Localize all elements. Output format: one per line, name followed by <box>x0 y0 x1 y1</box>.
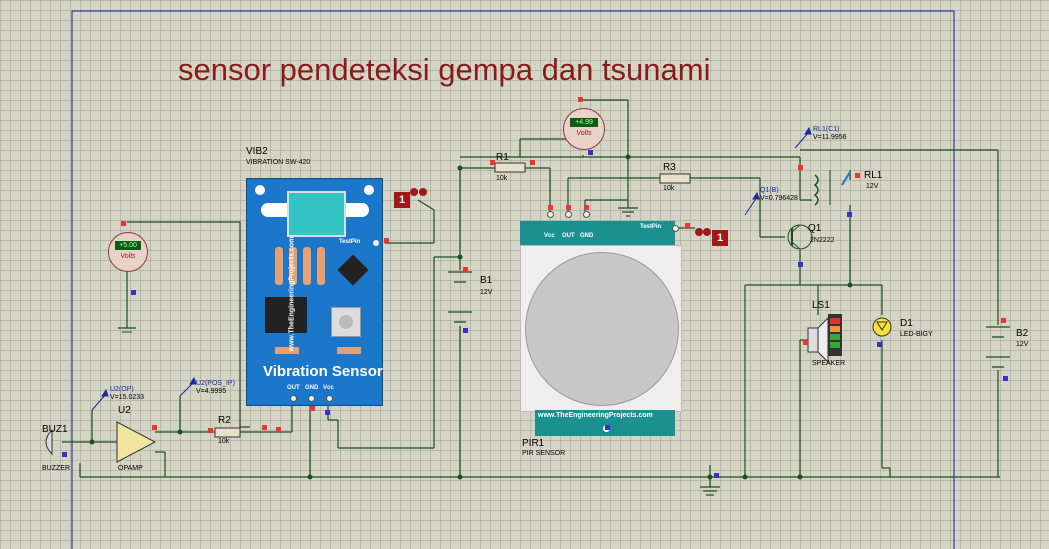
buzzer-symbol <box>45 428 53 456</box>
q1-ref: Q1 <box>808 223 822 234</box>
vibration-sensor-board[interactable]: TestPin www.TheEngineeringProjects.com V… <box>246 178 383 406</box>
buz-value: BUZZER <box>42 465 70 472</box>
logic-probe-1-led <box>410 188 418 196</box>
voltmeter-2-reading: +4.99 <box>570 118 598 127</box>
vib-testpin-label: TestPin <box>339 239 361 245</box>
vib-value: VIBRATION SW-420 <box>246 159 311 166</box>
mount-hole-icon <box>364 185 374 195</box>
logic-probe-2-led <box>703 228 711 236</box>
schematic-title: sensor pendeteksi gempa dan tsunami <box>178 52 711 87</box>
pir-pin-gnd-dot[interactable] <box>583 211 590 218</box>
logic-probe-2[interactable]: 1 <box>712 230 728 246</box>
vibration-switch-icon <box>287 191 346 237</box>
r2-ref: R2 <box>218 415 231 426</box>
r3-value: 10k <box>663 185 675 192</box>
pir-lens-icon <box>525 252 679 406</box>
b2-ref: B2 <box>1016 328 1029 339</box>
comparator-chip-icon <box>265 297 307 333</box>
vib-pin-vcc: Vcc <box>323 385 334 391</box>
voltmeter-1-unit: Volts <box>120 253 136 260</box>
pir-pin-vcc-dot[interactable] <box>547 211 554 218</box>
rl1-ref: RL1 <box>864 170 883 181</box>
vib-pin-gnd: GND <box>305 385 319 391</box>
speaker-cone <box>817 316 829 364</box>
pir-header[interactable]: Vcc OUT GND TestPin <box>520 221 675 245</box>
r1-ref: R1 <box>496 152 509 163</box>
resistor-array-icon <box>275 247 337 285</box>
r3-body <box>659 173 691 184</box>
vib-pin-out: OUT <box>287 385 300 391</box>
potentiometer-icon <box>331 307 361 337</box>
pir-value: PIR SENSOR <box>522 450 566 457</box>
probe-u2-pos-name: U2(POS_IP) <box>196 380 235 387</box>
vib-pin-gnd-dot[interactable] <box>308 395 315 402</box>
pir-testpin-label: TestPin <box>640 224 662 230</box>
rl1-value: 12V <box>866 183 879 190</box>
pir-pin-out: OUT <box>562 233 575 239</box>
probe-rl1-name: RL1(C1) <box>813 126 840 133</box>
pir-ref: PIR1 <box>522 438 545 449</box>
r1-value: 10k <box>496 175 508 182</box>
probe-u2-pos-value: V=4.9995 <box>196 388 227 395</box>
vib-ref: VIB2 <box>246 146 268 157</box>
pir-pin-out-dot[interactable] <box>565 211 572 218</box>
pir-board-url: www.TheEngineeringProjects.com <box>538 412 653 419</box>
buz-ref: BUZ1 <box>42 424 68 435</box>
probe-u2-op-name: U2(OP) <box>110 386 134 393</box>
smd-resistor-icon <box>275 347 299 354</box>
r2-value: 10k <box>218 438 230 445</box>
probe-q1-name: Q1(B) <box>760 187 779 194</box>
relay-coil <box>813 174 819 206</box>
u2-ref: U2 <box>118 405 131 416</box>
pir-testpin[interactable] <box>672 225 679 232</box>
logic-probe-1[interactable]: 1 <box>394 192 410 208</box>
mount-hole-icon <box>255 185 265 195</box>
probe-rl1-value: V=11.9956 <box>813 134 847 141</box>
smd-resistor-icon <box>337 347 361 354</box>
vib-pin-vcc-dot[interactable] <box>326 395 333 402</box>
probe-q1-value: V=0.796428 <box>760 195 798 202</box>
logic-probe-1-led <box>419 188 427 196</box>
pir-footer: www.TheEngineeringProjects.com <box>535 410 675 436</box>
relay-switch <box>841 171 851 186</box>
voltmeter-2[interactable]: +4.99 Volts <box>563 108 605 150</box>
vib-board-label: Vibration Sensor <box>263 363 383 380</box>
ls1-value: SPEAKER <box>812 360 846 367</box>
pir-pin-gnd: GND <box>580 233 594 239</box>
q1-value: 2N2222 <box>810 237 835 244</box>
probe-u2-op-value: V=15.0233 <box>110 394 145 401</box>
r2-body <box>214 427 241 438</box>
voltmeter-1-reading: +5.00 <box>115 241 141 250</box>
voltmeter-2-unit: Volts <box>576 130 592 137</box>
logic-probe-2-led <box>695 228 703 236</box>
r3-ref: R3 <box>663 162 676 173</box>
u2-value: OPAMP <box>118 465 143 472</box>
pir-lens-housing[interactable] <box>520 245 682 412</box>
ls1-ref: LS1 <box>812 300 830 311</box>
opamp-symbol <box>116 421 157 463</box>
voltmeter-1[interactable]: +5.00 Volts <box>108 232 148 272</box>
b1-ref: B1 <box>480 275 493 286</box>
d1-ref: D1 <box>900 318 913 329</box>
vib-pin-out-dot[interactable] <box>290 395 297 402</box>
r1-body <box>494 162 526 173</box>
vib-testpin[interactable] <box>373 240 379 246</box>
sheet-border <box>71 10 955 549</box>
b1-value: 12V <box>480 289 493 296</box>
pir-pin-vcc: Vcc <box>544 233 555 239</box>
d1-value: LED-BIGY <box>900 331 933 338</box>
b2-value: 12V <box>1016 341 1029 348</box>
